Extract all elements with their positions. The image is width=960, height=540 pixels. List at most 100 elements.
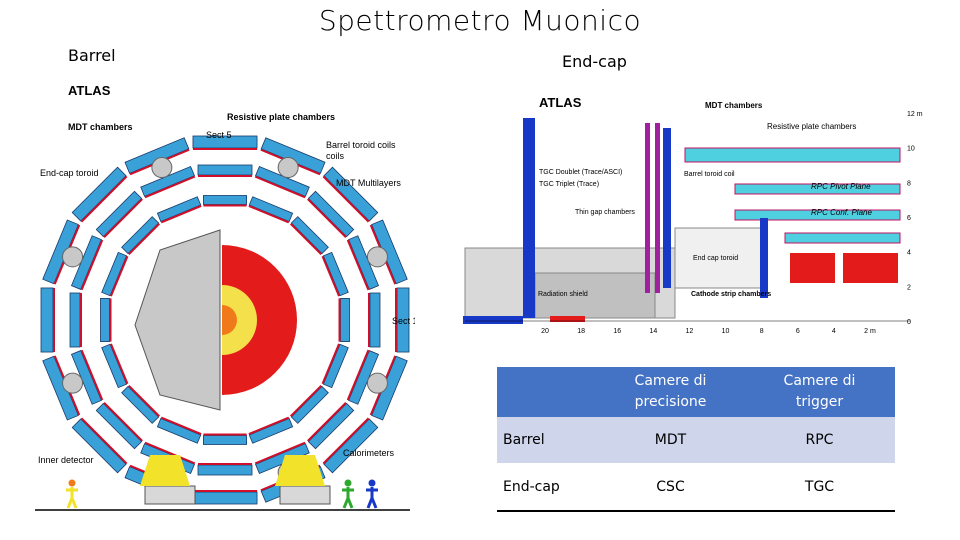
label-mdt-chambers: MDT chambers (68, 122, 133, 132)
barrel-rpc-strip (80, 293, 82, 347)
label-endcap-rpc: Resistive plate chambers (767, 122, 856, 131)
bottom-axis-tick-label: 2 m (864, 328, 876, 335)
barrel-rpc-strip (128, 384, 161, 417)
barrel-toroid-coil (151, 157, 173, 179)
bottom-axis-tick-label: 18 (577, 328, 585, 335)
barrel-mdt-chamber (202, 435, 248, 445)
endcap-diagram: ATLAS MDT chambers Resistive plate chamb… (455, 88, 930, 340)
barrel-mdt-chamber (197, 164, 253, 176)
label-resistive-plate-chambers: Resistive plate chambers (227, 112, 335, 122)
cell-csc: CSC (597, 463, 744, 512)
barrel-rpc-strip (110, 343, 129, 385)
bottom-axis-tick-label: 12 (686, 328, 694, 335)
bottom-axis-tick-label: 4 (832, 328, 836, 335)
label-calorimeters: Calorimeters (343, 448, 395, 458)
barrel-rpc-strip (80, 349, 104, 401)
barrel-rpc-strip (321, 343, 340, 385)
barrel-rpc-strip (110, 255, 129, 297)
cell-tgc: TGC (744, 463, 895, 512)
cell-mdt: MDT (597, 417, 744, 464)
barrel-toroid-coil (62, 246, 84, 268)
label-rpc-pivot-plane: RPC Pivot Plane (811, 182, 871, 191)
label-tgc-doublet: TGC Doublet (Trace/ASCI) (539, 169, 622, 176)
label-endcap-toroid: End-cap toroid (40, 168, 99, 178)
barrel-mdt-chamber (202, 195, 248, 205)
barrel-diagram: ATLAS MDT chambers Resistive plate chamb… (30, 80, 415, 512)
chamber-table: Camere di precisione Camere di trigger B… (497, 367, 895, 512)
label-cathode-strip-chambers: Cathode strip chambers (691, 291, 771, 298)
slide-title: Spettrometro Muonico (318, 4, 642, 37)
barrel-mdt-chamber (100, 297, 110, 343)
barrel-rpc-strip (144, 441, 196, 465)
barrel-mdt-chamber (307, 402, 355, 450)
label-endcap-mdt: MDT chambers (705, 101, 763, 110)
barrel-rpc-strip (80, 239, 104, 291)
barrel-rpc-strip (144, 175, 196, 199)
bottom-axis-tick-label: 6 (796, 328, 800, 335)
bottom-axis-tick-label: 16 (613, 328, 621, 335)
barrel-mdt-chamber (248, 196, 294, 223)
barrel-mdt-chamber (40, 287, 54, 353)
header-precision-text: Camere di precisione (634, 373, 707, 410)
barrel-mdt-chamber (369, 292, 381, 348)
barrel-rpc-strip (254, 175, 306, 199)
barrel-rpc-strip (307, 198, 347, 238)
barrel-mdt-chamber (192, 491, 258, 505)
barrel-rpc-strip (203, 433, 247, 436)
barrel-mdt-chamber (290, 216, 329, 255)
label-barrel-toroid-coils: Barrel toroid coils (326, 140, 396, 150)
barrel-mdt-chamber (156, 196, 202, 223)
barrel-rpc-strip (198, 463, 252, 465)
label-mdt-multilayers: MDT Multilayers (336, 178, 401, 188)
label-tgc-triplet: TGC Triplet (Trace) (539, 181, 599, 188)
barrel-rpc-strip (395, 287, 397, 353)
barrel-toroid-coil (277, 157, 299, 179)
barrel-toroid-coil (366, 246, 388, 268)
endcap-label: End-cap (562, 52, 627, 71)
label-sect-5: Sect 5 (206, 130, 232, 140)
bottom-axis-tick-label: 10 (722, 328, 730, 335)
barrel-rpc-strip (128, 223, 161, 256)
barrel-rpc-strip (322, 175, 370, 223)
barrel-rpc-strip (203, 204, 247, 207)
bottom-axis-tick-label: 14 (649, 328, 657, 335)
label-rpc-conf-plane: RPC Conf. Plane (811, 208, 872, 217)
barrel-rpc-strip (248, 205, 290, 224)
cell-barrel: Barrel (497, 417, 597, 464)
barrel-rpc-strip (322, 417, 370, 465)
barrel-rpc-strip (103, 198, 143, 238)
label-barrel-toroid-coils-2: coils (326, 151, 345, 161)
table-header-precision: Camere di precisione (597, 367, 744, 417)
barrel-rpc-strip (248, 416, 290, 435)
barrel-rpc-strip (192, 148, 258, 150)
table-header-trigger: Camere di trigger (744, 367, 895, 417)
barrel-rpc-strip (346, 349, 370, 401)
barrel-rpc-strip (307, 402, 347, 442)
label-end-cap-toroid: End cap toroid (693, 255, 738, 262)
barrel-mdt-chamber (340, 297, 350, 343)
label-barrel-toroid-coil: Barrel toroid coil (684, 171, 735, 178)
barrel-rpc-strip (192, 490, 258, 492)
right-axis-tick-label: 0 (907, 319, 911, 326)
barrel-label: Barrel (68, 46, 116, 65)
barrel-rpc-strip (53, 287, 55, 353)
barrel-rpc-strip (198, 175, 252, 177)
barrel-rpc-strip (160, 205, 202, 224)
barrel-rpc-strip (338, 298, 341, 342)
barrel-rpc-strip (346, 239, 370, 291)
right-axis-tick-label: 12 m (907, 111, 923, 118)
cell-endcap: End-cap (497, 463, 597, 512)
right-axis-tick-label: 10 (907, 146, 915, 153)
barrel-rpc-strip (289, 384, 322, 417)
barrel-rpc-strip (103, 402, 143, 442)
label-inner-detector: Inner detector (38, 455, 94, 465)
barrel-mdt-chamber (101, 251, 128, 297)
barrel-mdt-chamber (69, 292, 81, 348)
barrel-mdt-chamber (197, 464, 253, 476)
bottom-axis-tick-label: 20 (541, 328, 549, 335)
barrel-rpc-strip (160, 416, 202, 435)
barrel-rpc-strip (368, 293, 370, 347)
barrel-toroid-coil (62, 372, 84, 394)
barrel-mdt-chamber (307, 190, 355, 238)
barrel-rpc-strip (80, 175, 128, 223)
